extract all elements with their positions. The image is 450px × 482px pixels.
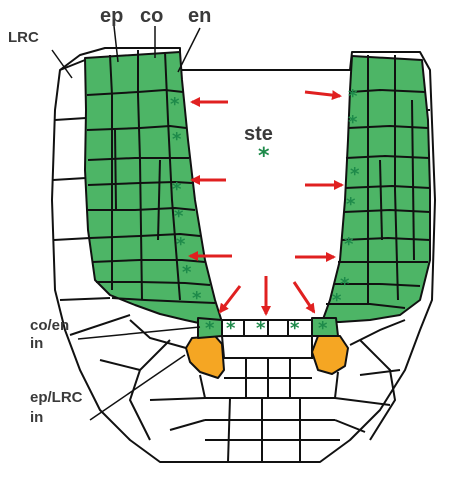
marker: *: [350, 164, 360, 185]
marker: *: [192, 288, 202, 309]
marker: *: [172, 179, 182, 200]
marker: *: [174, 206, 184, 227]
label-co-en-in-2: in: [30, 335, 43, 352]
marker: *: [226, 318, 236, 339]
niche-row: [198, 318, 338, 338]
label-ep-lrc-in-1: ep/LRC: [30, 389, 83, 406]
marker: *: [170, 94, 180, 115]
marker: *: [290, 318, 300, 339]
marker: *: [258, 144, 270, 169]
marker: *: [205, 318, 215, 339]
label-en: en: [188, 5, 211, 27]
label-ep-lrc-in-2: in: [30, 409, 43, 426]
label-ep: ep: [100, 5, 123, 27]
marker: *: [176, 234, 186, 255]
marker: *: [348, 112, 358, 133]
marker: *: [256, 318, 266, 339]
marker: *: [172, 129, 182, 150]
marker: *: [344, 234, 354, 255]
marker: *: [332, 290, 342, 311]
marker: *: [346, 194, 356, 215]
label-co: co: [140, 5, 163, 27]
marker: *: [348, 86, 358, 107]
marker: *: [182, 262, 192, 283]
label-co-en-in-1: co/en: [30, 317, 69, 334]
marker: *: [340, 274, 350, 295]
marker: *: [318, 318, 328, 339]
right-initial-cell: [312, 336, 348, 374]
label-ste: ste: [244, 123, 273, 145]
label-lrc: LRC: [8, 29, 39, 46]
